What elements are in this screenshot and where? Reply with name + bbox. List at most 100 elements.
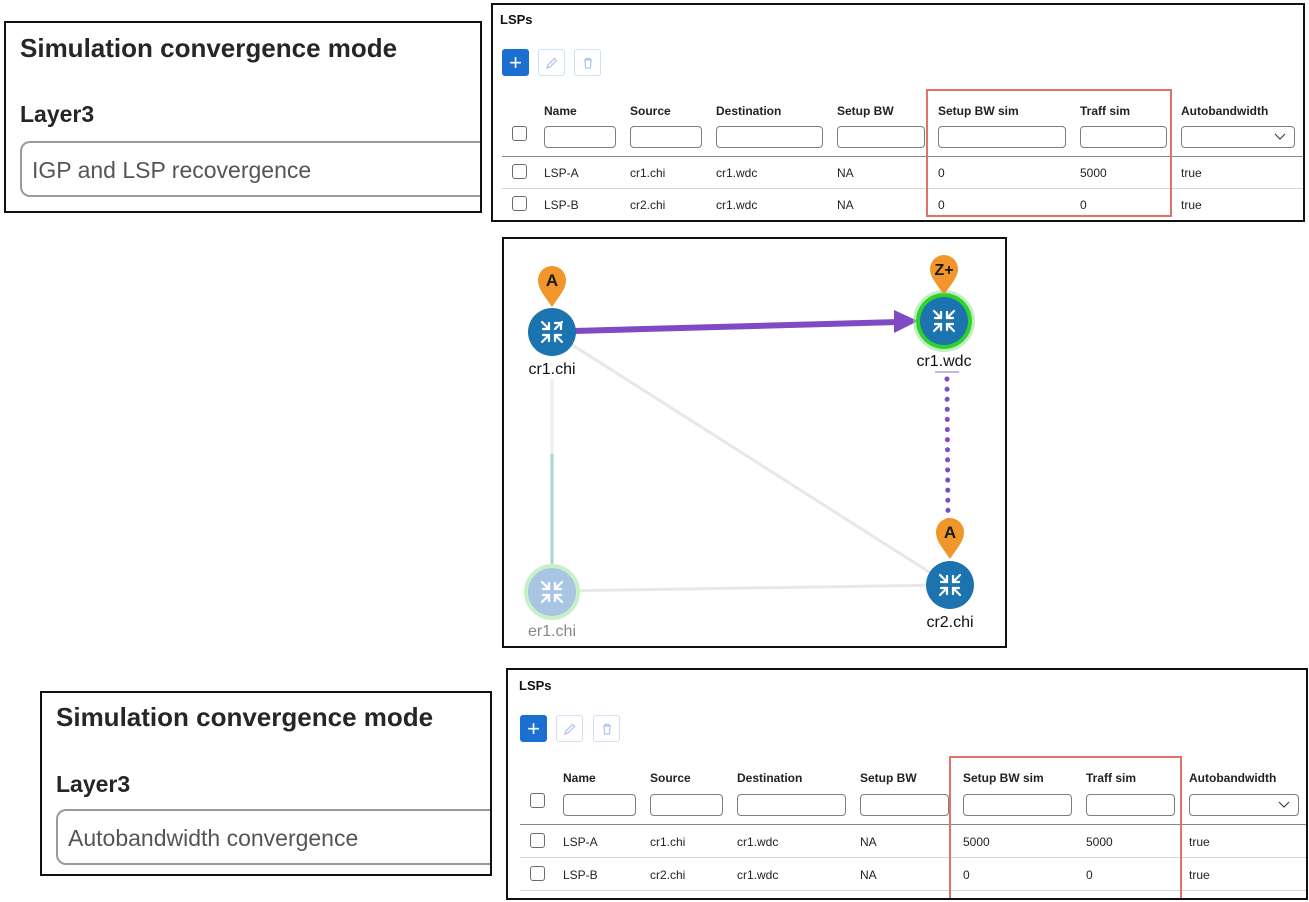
node-cr1-wdc[interactable] — [913, 290, 975, 352]
add-lsp-button[interactable]: + — [502, 49, 529, 76]
filter-destination-input[interactable] — [716, 126, 823, 148]
cell-setup-bw: NA — [860, 835, 877, 849]
node-cr2-chi[interactable] — [926, 561, 974, 609]
router-icon — [540, 580, 564, 604]
header-divider — [502, 156, 1303, 157]
column-header-traff-sim[interactable]: Traff sim — [1080, 104, 1131, 118]
select-all-checkbox[interactable] — [530, 793, 545, 808]
filter-autobandwidth-select[interactable] — [1189, 794, 1299, 816]
edit-lsp-button[interactable] — [556, 715, 583, 742]
row-checkbox[interactable] — [530, 866, 545, 881]
column-header-traff-sim[interactable]: Traff sim — [1086, 771, 1137, 785]
node-er1-chi[interactable] — [524, 564, 580, 620]
router-icon — [932, 309, 956, 333]
cell-setup-bw: NA — [837, 166, 854, 180]
pencil-icon — [563, 723, 575, 735]
chevron-down-icon — [1278, 801, 1290, 808]
cell-traff-sim: 5000 — [1080, 166, 1107, 180]
cell-traff-sim: 5000 — [1086, 835, 1113, 849]
filter-autobandwidth-select[interactable] — [1181, 126, 1295, 148]
cell-name: LSP-A — [544, 166, 579, 180]
node-label-cr2-chi: cr2.chi — [926, 614, 974, 631]
column-header-setup-bw-sim[interactable]: Setup BW sim — [938, 104, 1019, 118]
column-header-autobandwidth[interactable]: Autobandwidth — [1189, 771, 1277, 785]
cell-name: LSP-B — [544, 198, 579, 212]
chevron-down-icon — [1274, 133, 1286, 140]
filter-destination-input[interactable] — [737, 794, 846, 816]
filter-source-input[interactable] — [650, 794, 723, 816]
marker-a-cr1chi[interactable]: A — [538, 266, 566, 307]
layer3-label: Layer3 — [56, 771, 131, 797]
cell-autobandwidth: true — [1189, 835, 1210, 849]
cell-setup-bw: NA — [860, 868, 877, 882]
cell-autobandwidth: true — [1181, 198, 1202, 212]
filter-setup-bw-input[interactable] — [860, 794, 949, 816]
convergence-mode-select[interactable]: IGP and LSP recovergence — [20, 141, 480, 197]
node-label-cr1-wdc: cr1.wdc — [916, 353, 972, 370]
header-divider — [520, 824, 1306, 825]
lsp-table-panel-bottom: LSPs + Name Source Destination Setup BW … — [506, 668, 1308, 900]
link-er1chi-cr2chi[interactable] — [551, 583, 949, 593]
row-checkbox[interactable] — [530, 833, 545, 848]
convergence-mode-panel-top: Simulation convergence mode Layer3 IGP a… — [4, 21, 482, 213]
row-checkbox[interactable] — [512, 196, 527, 211]
topology-svg: A Z+ — [524, 255, 975, 620]
filter-setup-bw-sim-input[interactable] — [963, 794, 1072, 816]
lsp-b-path[interactable] — [944, 376, 951, 524]
cell-traff-sim: 0 — [1086, 868, 1093, 882]
column-header-source[interactable]: Source — [630, 104, 671, 118]
topology-map: A Z+ — [502, 237, 1007, 648]
cell-destination: cr1.wdc — [737, 868, 779, 882]
column-header-name[interactable]: Name — [544, 104, 577, 118]
edit-lsp-button[interactable] — [538, 49, 565, 76]
node-cr1-chi[interactable] — [528, 308, 576, 356]
cell-autobandwidth: true — [1181, 166, 1202, 180]
marker-a-cr2chi[interactable]: A — [936, 518, 964, 559]
filter-traff-sim-input[interactable] — [1086, 794, 1175, 816]
filter-source-input[interactable] — [630, 126, 702, 148]
column-header-source[interactable]: Source — [650, 771, 691, 785]
plus-icon: + — [527, 715, 540, 741]
link-cr1chi-cr2chi[interactable] — [551, 330, 949, 586]
row-checkbox[interactable] — [512, 164, 527, 179]
filter-name-input[interactable] — [563, 794, 636, 816]
column-header-destination[interactable]: Destination — [716, 104, 782, 118]
column-header-setup-bw[interactable]: Setup BW — [860, 771, 917, 785]
cell-source: cr1.chi — [630, 166, 666, 180]
column-header-setup-bw[interactable]: Setup BW — [837, 104, 894, 118]
lsp-table-title: LSPs — [500, 12, 533, 27]
marker-z-plus-cr1wdc[interactable]: Z+ — [930, 255, 958, 295]
lsp-a-path[interactable] — [573, 319, 900, 334]
filter-traff-sim-input[interactable] — [1080, 126, 1167, 148]
cell-autobandwidth: true — [1189, 868, 1210, 882]
row-divider — [502, 188, 1303, 189]
delete-lsp-button[interactable] — [593, 715, 620, 742]
convergence-mode-select[interactable]: Autobandwidth convergence — [56, 809, 490, 865]
cell-destination: cr1.wdc — [737, 835, 779, 849]
lsp-a-arrowhead — [894, 310, 918, 333]
column-header-setup-bw-sim[interactable]: Setup BW sim — [963, 771, 1044, 785]
cell-name: LSP-B — [563, 868, 598, 882]
cell-setup-bw-sim: 0 — [963, 868, 970, 882]
router-icon — [540, 320, 564, 344]
row-divider — [520, 857, 1306, 858]
marker-z-plus-label: Z+ — [934, 262, 953, 279]
layer3-label: Layer3 — [20, 101, 95, 127]
select-all-checkbox[interactable] — [512, 126, 527, 141]
node-label-cr1-chi: cr1.chi — [528, 361, 576, 378]
router-icon — [938, 573, 962, 597]
filter-setup-bw-sim-input[interactable] — [938, 126, 1066, 148]
cell-setup-bw-sim: 0 — [938, 166, 945, 180]
add-lsp-button[interactable]: + — [520, 715, 547, 742]
filter-name-input[interactable] — [544, 126, 616, 148]
cell-source: cr2.chi — [650, 868, 686, 882]
lsp-table-title: LSPs — [519, 678, 552, 693]
column-header-destination[interactable]: Destination — [737, 771, 803, 785]
delete-lsp-button[interactable] — [574, 49, 601, 76]
trash-icon — [602, 723, 611, 735]
filter-setup-bw-input[interactable] — [837, 126, 925, 148]
cell-setup-bw: NA — [837, 198, 854, 212]
column-header-autobandwidth[interactable]: Autobandwidth — [1181, 104, 1269, 118]
column-header-name[interactable]: Name — [563, 771, 596, 785]
node-label-er1-chi: er1.chi — [527, 623, 577, 640]
